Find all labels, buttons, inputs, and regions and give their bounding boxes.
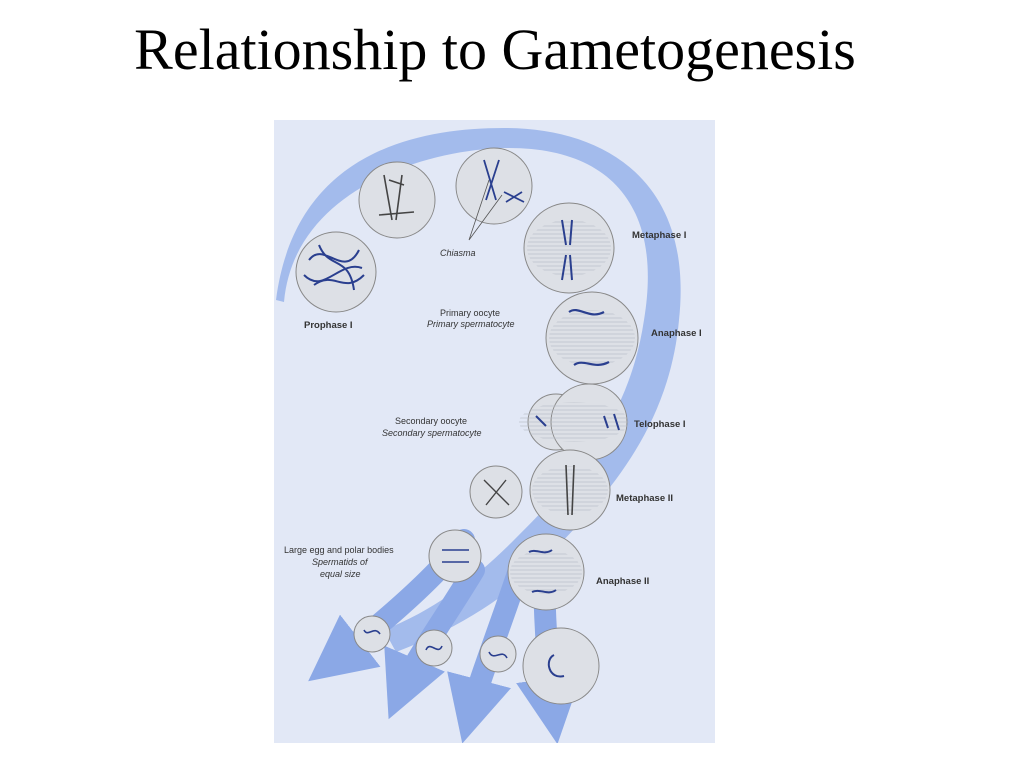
label-metaphase-2: Metaphase II xyxy=(616,493,673,504)
cell-metaphase-2-small xyxy=(469,465,523,519)
cell-anaphase-1 xyxy=(545,291,639,385)
cell-anaphase-2-small xyxy=(428,529,482,583)
cell-anaphase-2 xyxy=(507,533,585,611)
label-secondary-spermatocyte: Secondary spermatocyte xyxy=(382,428,482,438)
cell-metaphase-2 xyxy=(529,449,611,531)
gamete-cell-1 xyxy=(353,615,391,653)
label-primary-spermatocyte: Primary spermatocyte xyxy=(427,319,515,329)
label-metaphase-1: Metaphase I xyxy=(632,230,686,241)
label-anaphase-2: Anaphase II xyxy=(596,576,649,587)
gamete-cell-2 xyxy=(415,629,453,667)
label-egg-line-3: equal size xyxy=(320,569,361,579)
cell-metaphase-1 xyxy=(523,202,615,294)
label-telophase-1: Telophase I xyxy=(634,419,686,430)
label-prophase-1: Prophase I xyxy=(304,320,353,331)
gamete-cell-egg xyxy=(522,627,600,705)
label-anaphase-1: Anaphase I xyxy=(651,328,702,339)
slide-title: Relationship to Gametogenesis xyxy=(134,17,856,82)
label-chiasma: Chiasma xyxy=(440,248,476,258)
label-egg-line-1: Large egg and polar bodies xyxy=(284,545,394,555)
label-primary-oocyte: Primary oocyte xyxy=(440,308,500,318)
label-egg-line-2: Spermatids of xyxy=(312,557,369,567)
cell-prophase-early xyxy=(358,161,436,239)
chiasma-pointer-lines xyxy=(468,179,503,241)
cell-prophase-late xyxy=(455,147,533,225)
label-secondary-oocyte: Secondary oocyte xyxy=(395,416,467,426)
cell-telophase-1 xyxy=(519,383,629,461)
gamete-cell-3 xyxy=(479,635,517,673)
meiosis-diagram: Chiasma Metaphase I Anaphase I Telophase… xyxy=(276,128,702,743)
cell-prophase-1 xyxy=(295,231,377,313)
meiosis-figure: Chiasma Metaphase I Anaphase I Telophase… xyxy=(274,120,715,743)
